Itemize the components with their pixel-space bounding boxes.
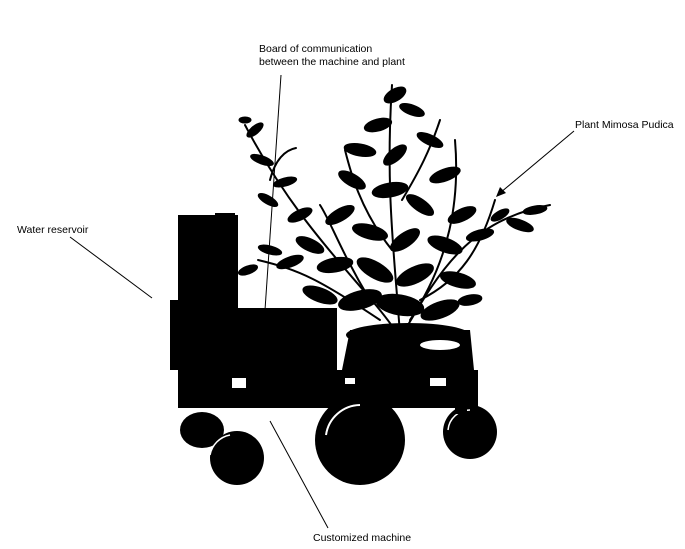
label-board-of-communication: Board of communication between the machi… <box>259 43 405 69</box>
wheel-center <box>315 395 405 485</box>
customized-machine <box>178 360 497 485</box>
label-water-reservoir: Water reservoir <box>17 224 89 236</box>
leader-line-machine <box>269 420 329 529</box>
leader-lines <box>69 74 575 529</box>
wheel-rear-left <box>210 431 264 485</box>
leader-line-plant <box>499 130 575 194</box>
leader-line-water <box>69 236 153 299</box>
wheel-front-left <box>180 412 224 448</box>
label-customized-machine: Customized machine <box>313 532 412 544</box>
label-board-line1: Board of communication <box>259 43 373 55</box>
label-plant-mimosa-pudica: Plant Mimosa Pudica <box>575 119 674 131</box>
label-board-line2: between the machine and plant <box>259 56 405 68</box>
water-reservoir <box>170 213 238 370</box>
leader-line-board <box>264 74 282 311</box>
plant-silhouette <box>238 84 551 336</box>
wheel-right <box>443 405 497 459</box>
arrowhead-plant <box>496 187 506 197</box>
